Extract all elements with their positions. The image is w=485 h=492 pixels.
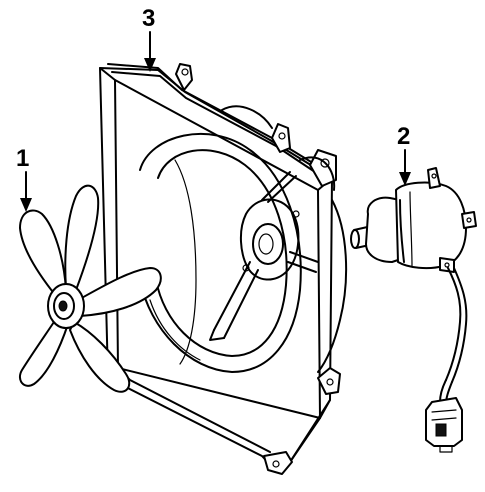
- fan-shroud: [99, 63, 348, 475]
- fan-blade: [18, 184, 162, 393]
- fan-motor: [350, 167, 477, 453]
- callout-3-label: 3: [142, 5, 155, 32]
- callout-1-arrowhead: [20, 198, 32, 212]
- callout-1-label: 1: [16, 145, 29, 172]
- callout-2: 2: [397, 123, 411, 186]
- callout-2-arrowhead: [399, 172, 411, 186]
- callout-3: 3: [142, 5, 156, 72]
- callout-1: 1: [16, 145, 32, 212]
- callout-3-arrowhead: [144, 58, 156, 72]
- callout-2-label: 2: [397, 123, 410, 150]
